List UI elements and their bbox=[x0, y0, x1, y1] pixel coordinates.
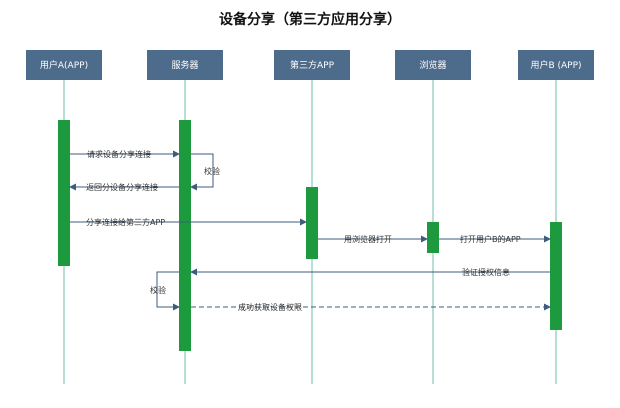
message-label-request-share-link: 请求设备分享连接 bbox=[87, 149, 151, 159]
actor-user-a-label: 用户A(APP) bbox=[40, 59, 88, 71]
activation-browser bbox=[427, 222, 439, 253]
actor-user-b: 用户B (APP) bbox=[518, 50, 594, 80]
message-label-server-verify: 校验 bbox=[204, 166, 220, 176]
actor-third-app: 第三方APP bbox=[274, 50, 350, 80]
message-label-open-user-b-app: 打开用户B的APP bbox=[460, 234, 521, 244]
message-label-permission-granted: 成功获取设备权限 bbox=[238, 302, 302, 312]
message-label-return-share-link: 返回分设备分享连接 bbox=[86, 182, 158, 192]
actor-browser-label: 浏览器 bbox=[419, 59, 446, 71]
activation-server bbox=[179, 120, 191, 351]
diagram-title: 设备分享（第三方应用分享） bbox=[219, 11, 401, 28]
message-label-open-in-browser: 用浏览器打开 bbox=[344, 234, 392, 244]
actor-browser: 浏览器 bbox=[395, 50, 471, 80]
actor-third-app-label: 第三方APP bbox=[290, 59, 335, 71]
message-label-share-to-third-app: 分享连接给第三方APP bbox=[86, 217, 165, 227]
message-arrow-server-verify-2 bbox=[156, 271, 180, 311]
actor-server: 服务器 bbox=[147, 50, 223, 80]
message-label-verify-auth-info: 验证授权信息 bbox=[462, 267, 510, 277]
actor-user-b-label: 用户B (APP) bbox=[530, 59, 581, 71]
activation-user-a bbox=[58, 120, 70, 266]
actor-server-label: 服务器 bbox=[171, 59, 198, 71]
activation-third-app bbox=[306, 187, 318, 259]
actor-user-a: 用户A(APP) bbox=[26, 50, 102, 80]
activation-user-b bbox=[550, 222, 562, 330]
message-label-server-verify-2: 校验 bbox=[150, 285, 166, 295]
message-arrow-server-verify bbox=[190, 153, 214, 191]
